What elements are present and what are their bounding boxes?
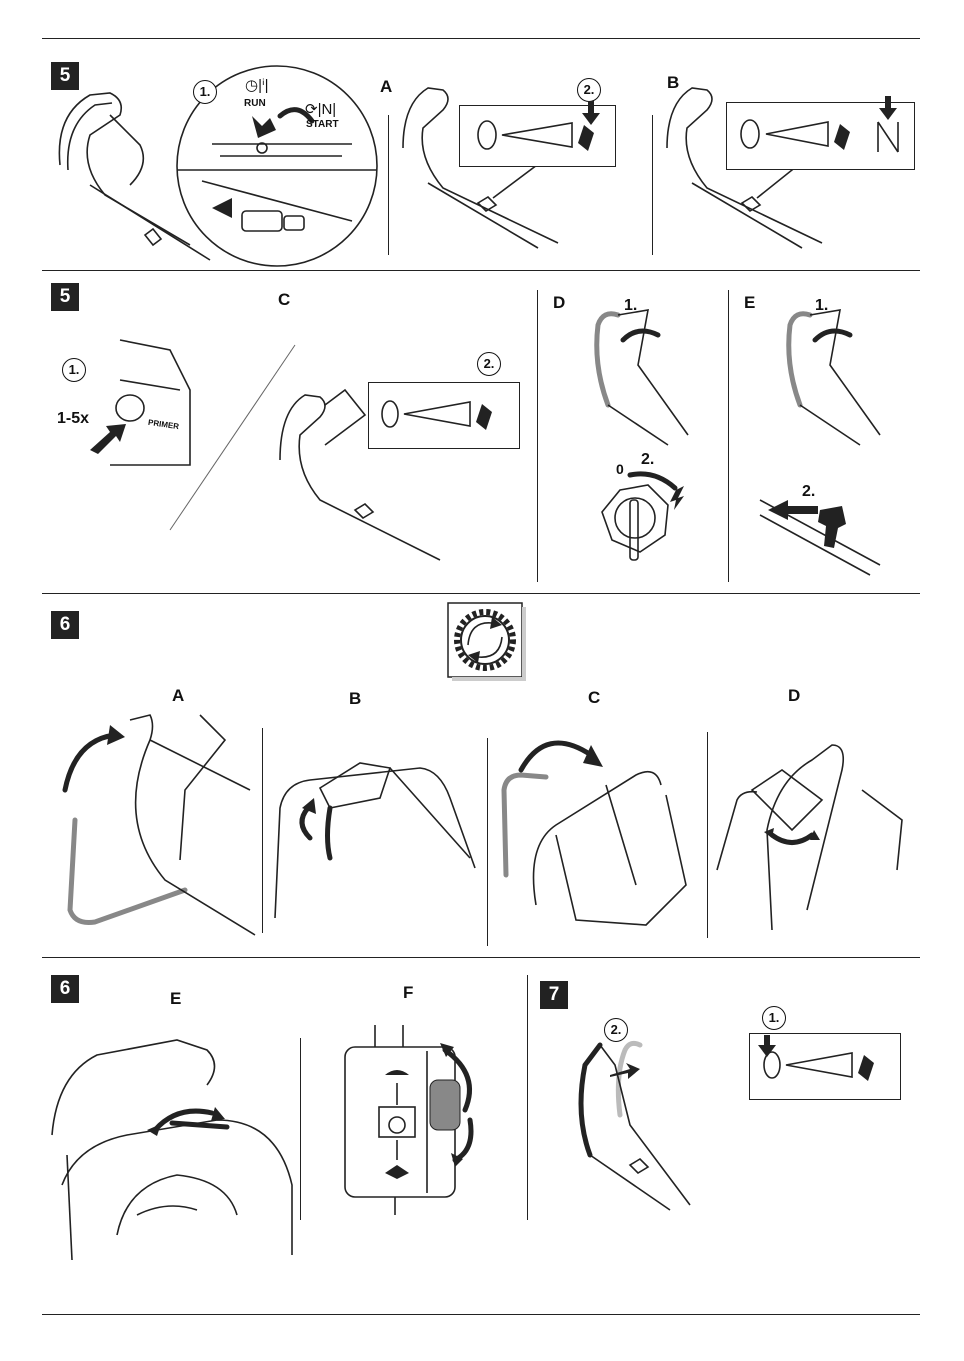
divider-r3-c — [487, 738, 488, 946]
step-1-circle-r2: 1. — [62, 358, 86, 382]
step-2-r2d: 2. — [641, 451, 654, 469]
rotation-symbol-box — [448, 603, 528, 683]
handle-illustration-r3-d — [712, 740, 912, 930]
panel-label-r1-a: A — [380, 77, 392, 97]
panel-label-r3-b: B — [349, 689, 361, 709]
height-adjust-panel — [335, 1025, 485, 1215]
turtle-to-hare-c — [370, 382, 518, 447]
row3-rule — [42, 957, 920, 958]
handle-illustration-r3-c — [496, 725, 696, 935]
divider-r4-f — [300, 1038, 301, 1220]
step-1-circle-r4-7: 1. — [762, 1006, 786, 1030]
panel-label-r3-c: C — [588, 688, 600, 708]
panel-label-r2-c: C — [278, 290, 290, 310]
handle-illustration-r3-a — [55, 710, 265, 940]
step-1-circle-r1: 1. — [193, 80, 217, 104]
panel-label-r2-d: D — [553, 293, 565, 313]
divider-r1-b — [652, 115, 653, 255]
section-7-badge: 7 — [540, 981, 568, 1009]
handle-illustration-r3-b — [270, 758, 480, 928]
divider-r1-a — [388, 115, 389, 255]
panel-label-r3-d: D — [788, 686, 800, 706]
divider-r2-d — [537, 290, 538, 582]
primer-count: 1-5x — [57, 410, 89, 428]
step-2-circle-r1a: 2. — [577, 78, 601, 102]
handle-illustration-r4-e — [47, 1035, 297, 1265]
section-6b-badge: 6 — [51, 975, 79, 1003]
throttle-run-label: RUN — [244, 98, 266, 109]
handle-illustration-r2-d — [588, 305, 698, 445]
divider-r4-7 — [527, 975, 528, 1220]
bottom-rule — [42, 1314, 920, 1315]
ignition-key-switch — [590, 470, 700, 570]
handle-illustration-r2-e — [780, 305, 890, 445]
panel-label-r2-e: E — [744, 293, 755, 313]
down-arrow-icon — [581, 101, 601, 126]
handle-illustration-r4-7 — [570, 1035, 700, 1215]
panel-label-r4-f: F — [403, 983, 413, 1003]
row2-rule — [42, 593, 920, 594]
hare-to-turtle-7 — [752, 1033, 900, 1098]
top-rule — [42, 38, 920, 39]
panel-label-r4-e: E — [170, 989, 181, 1009]
section-5b-badge: 5 — [51, 283, 79, 311]
throttle-off-icon: ◷|ⁱ| — [245, 76, 269, 94]
section-6-badge: 6 — [51, 611, 79, 639]
throttle-start-label: START — [306, 119, 339, 130]
divider-r3-d — [707, 732, 708, 938]
divider-r2-e — [728, 290, 729, 582]
panel-label-r3-a: A — [172, 686, 184, 706]
throttle-start-icon: ⟳|N| — [305, 100, 336, 118]
pull-handle-illustration — [760, 490, 890, 580]
step-2-circle-r2c: 2. — [477, 352, 501, 376]
down-arrow-icon-b — [878, 96, 898, 121]
